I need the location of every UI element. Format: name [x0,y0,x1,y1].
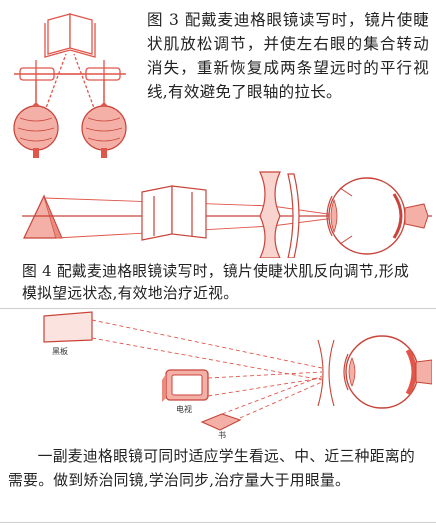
body-paragraph-text: 一副麦迪格眼镜可同时适应学生看远、中、近三种距离的需要。做到矫治同镜,学治同步,… [8,448,416,489]
label-book: 书 [218,431,226,440]
bottom-divider [0,522,436,523]
figure-4-illustration [22,166,432,259]
divider [0,308,436,309]
label-blackboard: 黑板 [52,347,68,356]
figure-5-illustration: 黑板 电视 书 [22,310,433,442]
figure-4-caption-text: 图 4 配戴麦迪格眼镜读写时，镜片使睫状肌反向调节,形成模拟望远状态,有效地治疗… [22,263,410,302]
body-paragraph: 一副麦迪格眼镜可同时适应学生看远、中、近三种距离的需要。做到矫治同镜,学治同步,… [8,445,428,493]
figure-4-caption: 图 4 配戴麦迪格眼镜读写时，镜片使睫状肌反向调节,形成模拟望远状态,有效地治疗… [22,261,422,305]
label-tv: 电视 [176,405,192,414]
figure-3-caption-text: 图 3 配戴麦迪格眼镜读写时，镜片使睫状肌放松调节，并使左右眼的集合转动消失，重… [147,11,429,101]
figure-3-caption: 图 3 配戴麦迪格眼镜读写时，镜片使睫状肌放松调节，并使左右眼的集合转动消失，重… [147,8,429,104]
figure-3-illustration [0,0,140,165]
